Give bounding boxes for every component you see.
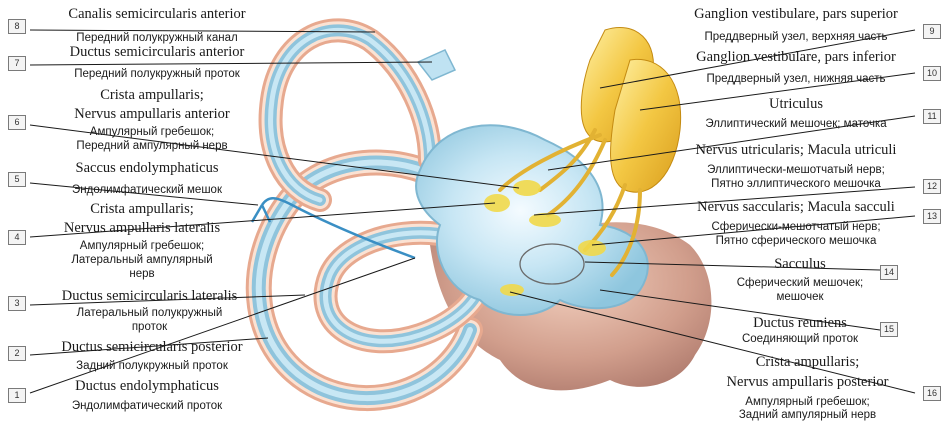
label-6-russian-1: Ампулярный гребешок; (42, 127, 262, 139)
label-16-russian-2: Задний ампулярный нерв (700, 410, 915, 422)
label-9-russian: Преддверный узел, верхняя часть (676, 32, 916, 44)
label-2-latin: Ductus semicircularis posterior (42, 340, 262, 355)
label-1-russian: Эндолимфатический проток (42, 401, 252, 413)
label-11-latin: Utriculus (676, 97, 916, 112)
label-14-russian-2: мешочек (720, 292, 880, 304)
label-number-6: 6 (8, 115, 26, 130)
label-3-russian-1: Латеральный полукружный (42, 308, 257, 320)
label-13-russian-1: Сферически-мешотчатый нерв; (676, 222, 916, 234)
label-number-13: 13 (923, 209, 941, 224)
label-number-7: 7 (8, 56, 26, 71)
label-5-latin: Saccus endolymphaticus (42, 161, 252, 176)
label-15-latin: Ductus reuniens (720, 316, 880, 331)
label-10-latin: Ganglion vestibulare, pars inferior (676, 50, 916, 65)
label-number-1: 1 (8, 388, 26, 403)
leader-7 (30, 62, 432, 65)
label-4-russian-3: нерв (42, 269, 242, 281)
label-14-latin: Sacculus (720, 257, 880, 272)
label-number-9: 9 (923, 24, 941, 39)
label-1-latin: Ductus endolymphaticus (42, 379, 252, 394)
label-3-latin: Ductus semicircularis lateralis (42, 289, 257, 304)
label-6-russian-2: Передний ампулярный нерв (42, 141, 262, 153)
label-16-latin-2: Nervus ampullaris posterior (700, 375, 915, 390)
label-12-russian-1: Эллиптически-мешотчатый нерв; (676, 165, 916, 177)
label-13-latin: Nervus saccularis; Macula sacculi (676, 200, 916, 215)
label-9-latin: Ganglion vestibulare, pars superior (676, 7, 916, 22)
label-3-russian-2: проток (42, 322, 257, 334)
label-6-latin-1: Crista ampullaris; (42, 88, 262, 103)
label-number-15: 15 (880, 322, 898, 337)
label-number-11: 11 (923, 109, 941, 124)
label-2-russian: Задний полукружный проток (42, 361, 262, 373)
label-14-russian-1: Сферический мешочек; (720, 278, 880, 290)
label-15-russian: Соединяющий проток (720, 334, 880, 346)
label-8-russian: Передний полукружный канал (42, 33, 272, 45)
label-6-latin-2: Nervus ampullaris anterior (42, 107, 262, 122)
label-11-russian: Эллиптический мешочек; маточка (676, 119, 916, 131)
label-13-russian-2: Пятно сферического мешочка (676, 236, 916, 248)
label-16-latin-1: Crista ampullaris; (700, 355, 915, 370)
label-5-russian: Эндолимфатический мешок (42, 185, 252, 197)
label-number-10: 10 (923, 66, 941, 81)
label-number-8: 8 (8, 19, 26, 34)
label-number-12: 12 (923, 179, 941, 194)
label-number-5: 5 (8, 172, 26, 187)
label-number-3: 3 (8, 296, 26, 311)
label-4-latin-1: Crista ampullaris; (42, 202, 242, 217)
label-7-latin: Ductus semicircularis anterior (42, 45, 272, 60)
label-4-russian-1: Ампулярный гребешок; (42, 241, 242, 253)
label-16-russian-1: Ампулярный гребешок; (700, 397, 915, 409)
label-4-russian-2: Латеральный ампулярный (42, 255, 242, 267)
label-8-latin: Canalis semicircularis anterior (42, 7, 272, 22)
label-number-14: 14 (880, 265, 898, 280)
label-number-16: 16 (923, 386, 941, 401)
label-12-russian-2: Пятно эллиптического мешочка (676, 179, 916, 191)
label-number-4: 4 (8, 230, 26, 245)
label-number-2: 2 (8, 346, 26, 361)
label-7-russian: Передний полукружный проток (42, 69, 272, 81)
label-12-latin: Nervus utricularis; Macula utriculi (676, 143, 916, 158)
label-10-russian: Преддверный узел, нижняя часть (676, 74, 916, 86)
label-4-latin-2: Nervus ampullaris lateralis (42, 221, 242, 236)
